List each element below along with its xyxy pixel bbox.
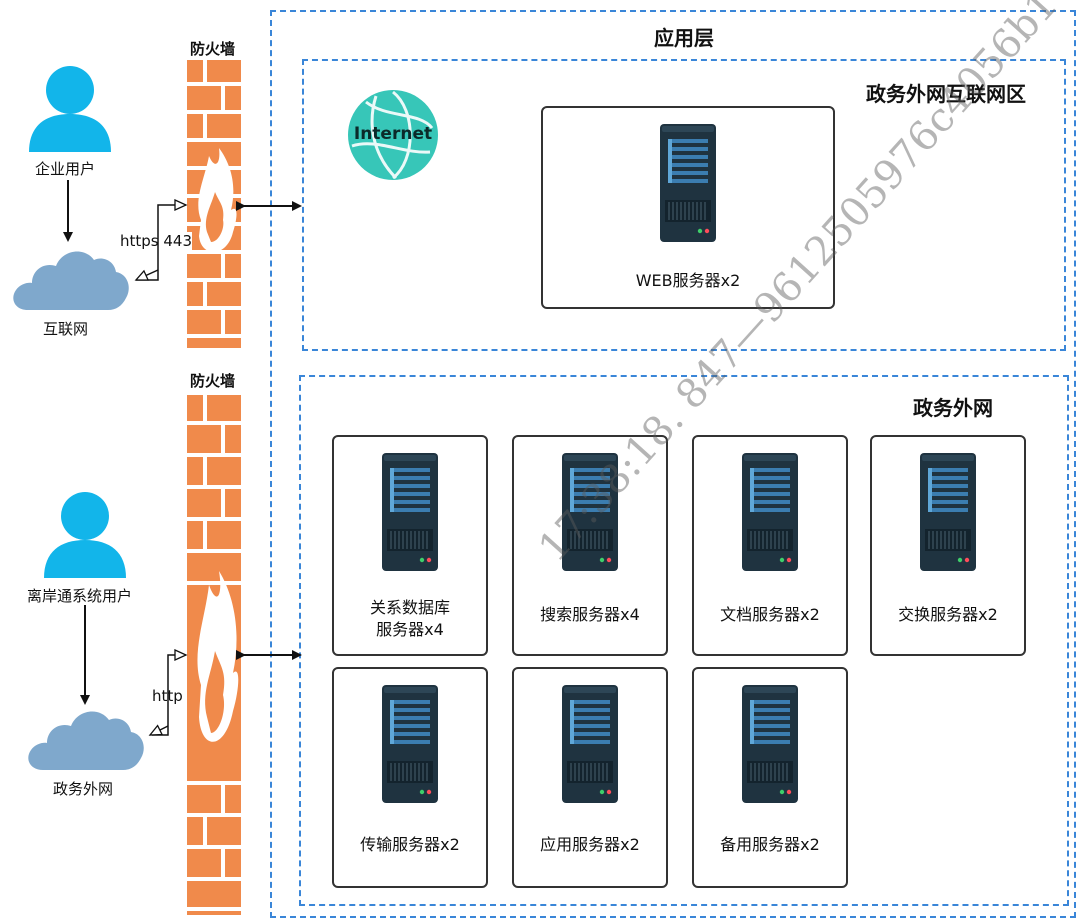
backup-server-label: 备用服务器x2 (720, 835, 820, 854)
server-icon (382, 685, 438, 803)
db-server-card: 关系数据库 服务器x4 (332, 435, 488, 656)
offshore-user-label: 离岸通系统用户 (27, 587, 133, 605)
protocol-http-label: http (152, 687, 183, 705)
http-return-arrow (148, 724, 169, 736)
app-layer-title: 应用层 (654, 26, 714, 50)
transfer-server-card: 传输服务器x2 (332, 667, 488, 888)
app-server-label: 应用服务器x2 (540, 835, 640, 854)
internet-badge-text: Internet (353, 124, 433, 144)
backup-server-card: 备用服务器x2 (692, 667, 848, 888)
user-icon (40, 490, 130, 578)
user-icon (25, 64, 115, 152)
server-icon (660, 124, 716, 242)
internet-cloud-label: 互联网 (43, 320, 89, 338)
server-icon (742, 453, 798, 571)
firewall-bottom-label: 防火墙 (190, 372, 236, 390)
internet-zone-title: 政务外网互联网区 (866, 82, 1026, 106)
doc-server-label: 文档服务器x2 (720, 605, 820, 624)
exchange-server-card: 交换服务器x2 (870, 435, 1026, 656)
server-icon (920, 453, 976, 571)
db-server-label: 关系数据库 服务器x4 (369, 598, 450, 639)
transfer-server-label: 传输服务器x2 (360, 835, 460, 854)
app-layer-zone (270, 10, 1076, 918)
web-server-card: WEB服务器x2 (541, 106, 835, 309)
firewall-top-label: 防火墙 (190, 40, 236, 58)
cloud-icon (10, 242, 130, 312)
search-server-label: 搜索服务器x4 (540, 605, 640, 624)
gov-cloud-label: 政务外网 (53, 780, 114, 798)
server-icon (562, 685, 618, 803)
exchange-server-label: 交换服务器x2 (898, 605, 998, 624)
server-icon (742, 685, 798, 803)
firewall-icon (187, 60, 241, 348)
gov-zone (299, 375, 1069, 906)
https-return-arrow (134, 269, 159, 281)
gov-zone-title: 政务外网 (913, 396, 993, 420)
enterprise-user-label: 企业用户 (35, 160, 96, 178)
app-server-card: 应用服务器x2 (512, 667, 668, 888)
server-icon (382, 453, 438, 571)
internet-zone (302, 59, 1066, 351)
globe-icon: Internet (346, 88, 440, 182)
doc-server-card: 文档服务器x2 (692, 435, 848, 656)
protocol-https-label: https 443 (120, 232, 193, 250)
firewall-icon (187, 395, 241, 915)
search-server-card: 搜索服务器x4 (512, 435, 668, 656)
cloud-icon (25, 702, 145, 772)
web-server-label: WEB服务器x2 (635, 271, 741, 290)
